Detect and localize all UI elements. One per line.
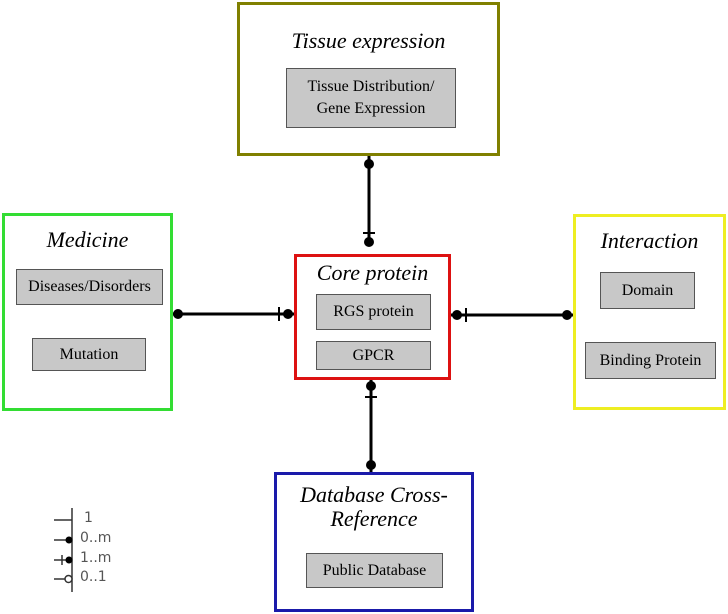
interaction-box: Interaction Domain Binding Protein [573,214,726,410]
database-cross-reference-box: Database Cross- Reference Public Databas… [274,472,474,612]
connector-medicine-core [172,307,294,321]
gpcr-item: GPCR [316,341,431,370]
legend-label-one-many: 1..m [80,550,112,566]
legend-label-zero-many: 0..m [80,530,112,546]
binding-protein-item: Binding Protein [585,342,716,379]
domain-item: Domain [600,272,695,309]
legend-label-zero-one: 0..1 [80,569,107,585]
medicine-title: Medicine [46,227,129,252]
interaction-title: Interaction [600,228,699,253]
database-cross-reference-title: Database Cross- Reference [300,482,448,532]
public-database-item: Public Database [306,553,443,588]
medicine-box: Medicine Diseases/Disorders Mutation [2,213,173,411]
tissue-expression-title: Tissue expression [291,28,446,53]
connector-core-interaction [451,308,573,322]
legend-label-one: 1 [84,510,93,526]
diseases-disorders-item: Diseases/Disorders [16,269,163,305]
legend-symbol-zero-one [54,574,73,584]
connector-tissue-core [363,156,375,247]
legend-symbols [54,508,73,592]
core-protein-title: Core protein [316,260,429,285]
tissue-expression-box: Tissue expression Tissue Distribution/ G… [237,2,500,156]
legend-symbol-zero-many [54,536,73,544]
legend-symbol-one-many [54,555,73,565]
rgs-protein-item: RGS protein [316,294,431,330]
core-protein-box: Core protein RGS protein GPCR [294,254,451,380]
mutation-item: Mutation [32,338,146,371]
tissue-distribution-item: Tissue Distribution/ Gene Expression [286,68,456,128]
connector-core-database [365,380,377,472]
